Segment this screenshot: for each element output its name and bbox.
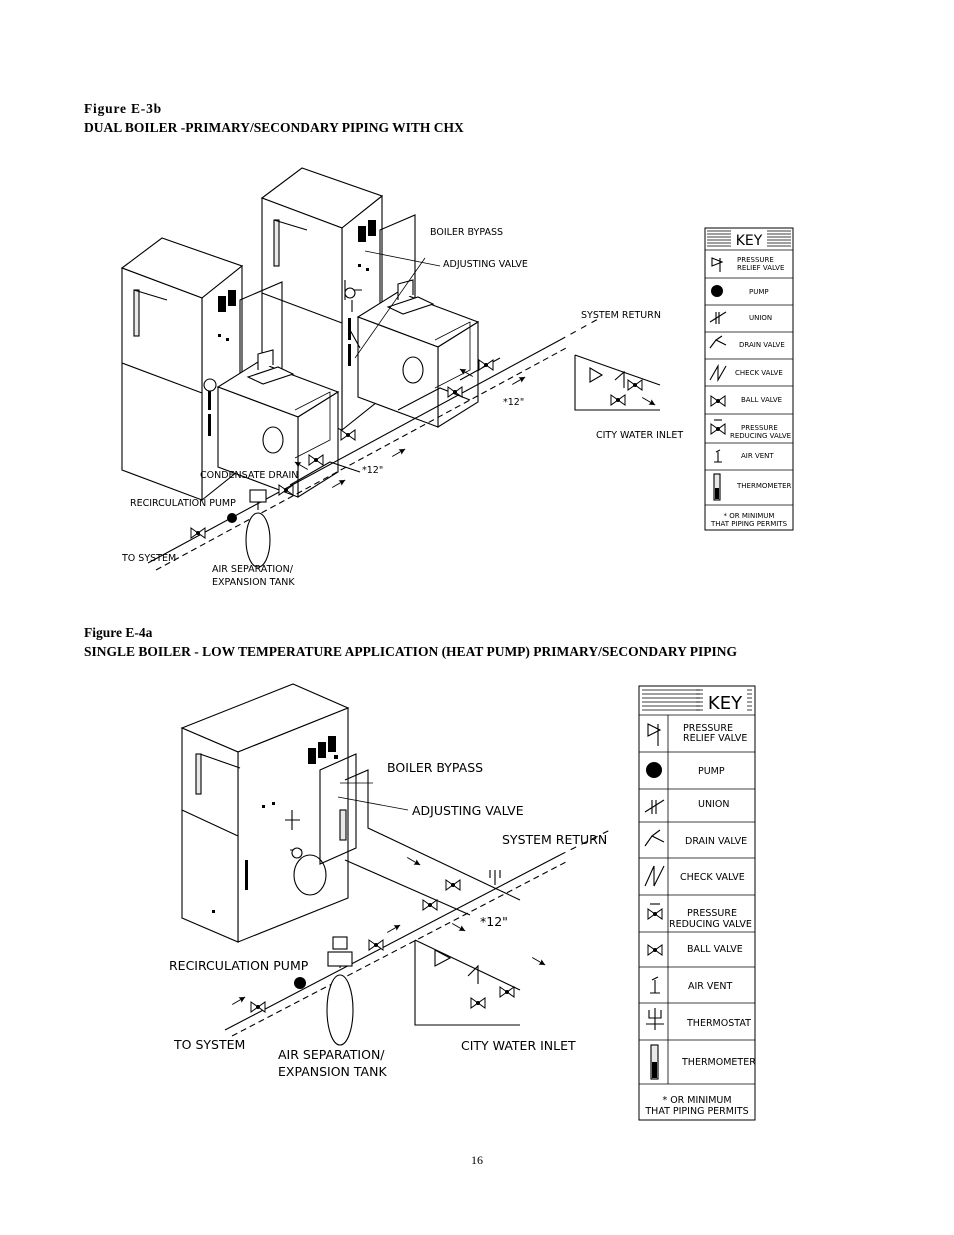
figure2-label-recirculation-pump: RECIRCULATION PUMP xyxy=(169,958,309,973)
figure1-key-label: BALL VALVE xyxy=(741,396,782,404)
figure2-label-expansion-tank: EXPANSION TANK xyxy=(278,1064,387,1079)
figure1-key: KEY PRESSURE RELIEF VALVE PUMP UNION DRA… xyxy=(704,227,794,531)
figure2-key-label: THERMOSTAT xyxy=(686,1018,751,1029)
figure1-label-adjusting-valve: ADJUSTING VALVE xyxy=(443,259,528,270)
figure2-boiler xyxy=(180,683,357,943)
figure1-key-label: PUMP xyxy=(749,288,769,296)
figure2-key-label: DRAIN VALVE xyxy=(685,836,747,847)
figure2-label-adjusting-valve: ADJUSTING VALVE xyxy=(412,803,524,818)
figure2-label-air-separation: AIR SEPARATION/ xyxy=(278,1047,385,1062)
figure1-chx-rear xyxy=(349,279,479,428)
figure1-chx-front xyxy=(217,349,339,498)
figure1-label-city-water-inlet: CITY WATER INLET xyxy=(596,430,683,441)
figure2-labels: BOILER BYPASS ADJUSTING VALVE SYSTEM RET… xyxy=(169,760,607,1079)
figure2-key-title: KEY xyxy=(708,693,743,714)
page-number: 16 xyxy=(471,1153,483,1167)
figure2-number: Figure E-4a xyxy=(84,625,153,640)
figure1-label-system-return: SYSTEM RETURN xyxy=(581,310,661,321)
figure2-key-label: PRESSURE xyxy=(687,908,737,919)
figure2-diagram: BOILER BYPASS ADJUSTING VALVE SYSTEM RET… xyxy=(169,683,756,1121)
figure1-label-to-system: TO SYSTEM xyxy=(121,553,176,564)
figure1-piping xyxy=(147,250,661,571)
union-icon xyxy=(709,311,727,324)
figure2-title: SINGLE BOILER - LOW TEMPERATURE APPLICAT… xyxy=(84,644,737,659)
pressure-relief-valve-icon xyxy=(711,257,724,272)
figure1-key-label: CHECK VALVE xyxy=(735,369,783,377)
figure2-key-label: RELIEF VALVE xyxy=(683,733,747,744)
figure2-key-label: UNION xyxy=(698,799,729,810)
figure1-label-dim-12-a: *12" xyxy=(503,397,524,408)
figure2-key-label: THERMOMETER xyxy=(681,1057,756,1068)
figure1-key-label: THERMOMETER xyxy=(736,482,792,490)
figure1-key-label: DRAIN VALVE xyxy=(739,341,785,349)
thermometer-icon xyxy=(713,473,721,501)
figure2-key: KEY PRESSURE RELIEF VALVE PUMP UNION DRA xyxy=(638,685,756,1121)
figure1-number: Figure E-3b xyxy=(84,101,162,116)
figure1-key-title: KEY xyxy=(736,233,763,249)
drain-valve-icon xyxy=(644,829,665,847)
figure1-diagram: BOILER BYPASS ADJUSTING VALVE SYSTEM RET… xyxy=(121,167,794,588)
figure1-label-expansion-tank: EXPANSION TANK xyxy=(212,577,295,588)
pressure-reducing-valve-icon xyxy=(710,419,726,435)
figure1-key-label: PRESSURE xyxy=(741,424,778,432)
figure1-labels: BOILER BYPASS ADJUSTING VALVE SYSTEM RET… xyxy=(121,227,683,588)
union-icon xyxy=(644,799,665,814)
figure1-key-footnote: * OR MINIMUM xyxy=(724,512,775,520)
air-vent-icon xyxy=(714,449,722,463)
figure2-key-label: PUMP xyxy=(698,766,725,777)
air-vent-icon xyxy=(650,976,660,994)
figure1-key-label: AIR VENT xyxy=(741,452,774,460)
thermostat-icon xyxy=(646,1008,664,1030)
figure2-key-label: REDUCING VALVE xyxy=(669,919,752,930)
figure1-label-air-separation: AIR SEPARATION/ xyxy=(212,564,294,575)
figure2-label-boiler-bypass: BOILER BYPASS xyxy=(387,760,483,775)
check-valve-icon xyxy=(709,363,727,383)
figure2-key-label: CHECK VALVE xyxy=(680,872,745,883)
figure1-key-label: UNION xyxy=(749,314,772,322)
figure1-label-boiler-bypass: BOILER BYPASS xyxy=(430,227,503,238)
pump-icon xyxy=(711,285,723,297)
pump-icon xyxy=(646,762,662,778)
thermometer-icon xyxy=(650,1044,659,1080)
figure2-key-label: PRESSURE xyxy=(683,723,733,734)
figure2-label-to-system: TO SYSTEM xyxy=(173,1037,245,1052)
check-valve-icon xyxy=(644,865,665,887)
figure2-key-footnote: THAT PIPING PERMITS xyxy=(644,1106,748,1117)
pressure-reducing-valve-icon xyxy=(647,903,663,920)
pressure-relief-valve-icon xyxy=(647,723,662,746)
figure1-label-recirculation-pump: RECIRCULATION PUMP xyxy=(130,498,236,509)
figure1-label-condensate-drain: CONDENSATE DRAIN xyxy=(200,470,298,481)
figure1-key-label: RELIEF VALVE xyxy=(737,264,784,272)
figure2-label-dim-12: *12" xyxy=(480,914,508,929)
figure2-key-footnote: * OR MINIMUM xyxy=(662,1095,731,1106)
figure2-piping xyxy=(224,769,611,1046)
figure2-label-system-return: SYSTEM RETURN xyxy=(502,832,607,847)
figure1-title: DUAL BOILER -PRIMARY/SECONDARY PIPING WI… xyxy=(84,120,464,135)
figure1-key-label: PRESSURE xyxy=(737,256,774,264)
figure1-label-dim-12-b: *12" xyxy=(362,465,383,476)
figure1-key-footnote: THAT PIPING PERMITS xyxy=(710,520,788,528)
figure2-key-label: AIR VENT xyxy=(688,981,733,992)
figure1-key-label: REDUCING VALVE xyxy=(730,432,791,440)
drain-valve-icon xyxy=(709,335,727,349)
figure2-label-city-water-inlet: CITY WATER INLET xyxy=(461,1038,576,1053)
figure2-key-label: BALL VALVE xyxy=(687,944,743,955)
